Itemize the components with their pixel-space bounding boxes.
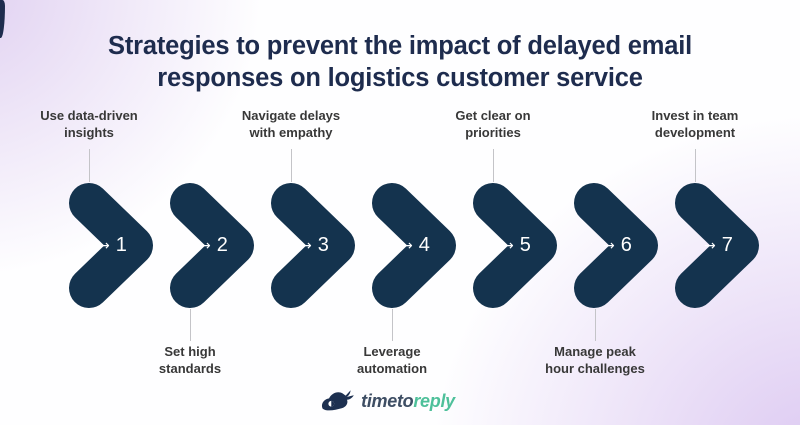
step-4-label: Leverage automation	[356, 344, 428, 376]
title-line-2: responses on logistics customer service	[157, 64, 643, 93]
step-5-connector-line	[493, 149, 494, 182]
step-3-label: Navigate delays with empathy	[241, 108, 341, 140]
step-6-connector-line	[595, 309, 596, 341]
step-6-chevron: → 6	[570, 183, 662, 308]
arrow-right-icon: →	[401, 237, 413, 254]
step-3-number: 3	[317, 234, 330, 256]
title-line-1: Strategies to prevent the impact of dela…	[108, 32, 692, 61]
step-5-chevron: → 5	[469, 183, 561, 308]
logo-text-reply: reply	[413, 390, 455, 411]
chevron-shape	[574, 183, 658, 308]
step-4-chevron: → 4	[368, 183, 460, 308]
step-2-chevron: → 2	[166, 183, 258, 308]
arrow-right-icon: →	[300, 237, 312, 254]
chevron-shape	[170, 183, 254, 308]
rabbit-icon	[321, 389, 354, 410]
timetoreply-logo: timetoreply	[319, 386, 455, 416]
chevron-shape	[473, 183, 557, 308]
arrow-right-icon: →	[704, 237, 716, 254]
step-7-connector-line	[695, 149, 696, 182]
logo-text-timeto: timeto	[361, 390, 414, 411]
step-6-label: Manage peak hour challenges	[545, 344, 645, 376]
step-7-label: Invest in team development	[651, 108, 739, 140]
chevron-shape	[271, 183, 355, 308]
step-2-connector-line	[190, 309, 191, 341]
chevron-shape	[69, 183, 153, 308]
step-1-chevron: → 1	[65, 183, 157, 308]
step-7-number: 7	[721, 234, 734, 256]
logo-wordmark: timetoreply	[361, 391, 455, 412]
step-1-connector-line	[89, 149, 90, 182]
step-3-connector-line	[291, 149, 292, 182]
step-7-chevron: → 7	[671, 183, 763, 308]
step-1-label: Use data-driven insights	[40, 108, 138, 140]
step-3-chevron: → 3	[267, 183, 359, 308]
step-5-label: Get clear on priorities	[455, 108, 531, 140]
step-4-number: 4	[418, 234, 431, 256]
chevron-shape	[675, 183, 759, 308]
corner-artifact	[0, 0, 5, 38]
arrow-right-icon: →	[199, 237, 211, 254]
page-title: Strategies to prevent the impact of dela…	[0, 30, 800, 95]
arrow-right-icon: →	[502, 237, 514, 254]
step-1-number: 1	[115, 234, 128, 256]
chevron-shape	[372, 183, 456, 308]
step-2-label: Set high standards	[158, 344, 222, 376]
step-6-number: 6	[620, 234, 633, 256]
step-5-number: 5	[519, 234, 532, 256]
arrow-right-icon: →	[98, 237, 110, 254]
arrow-right-icon: →	[603, 237, 615, 254]
step-2-number: 2	[216, 234, 229, 256]
step-4-connector-line	[392, 309, 393, 341]
